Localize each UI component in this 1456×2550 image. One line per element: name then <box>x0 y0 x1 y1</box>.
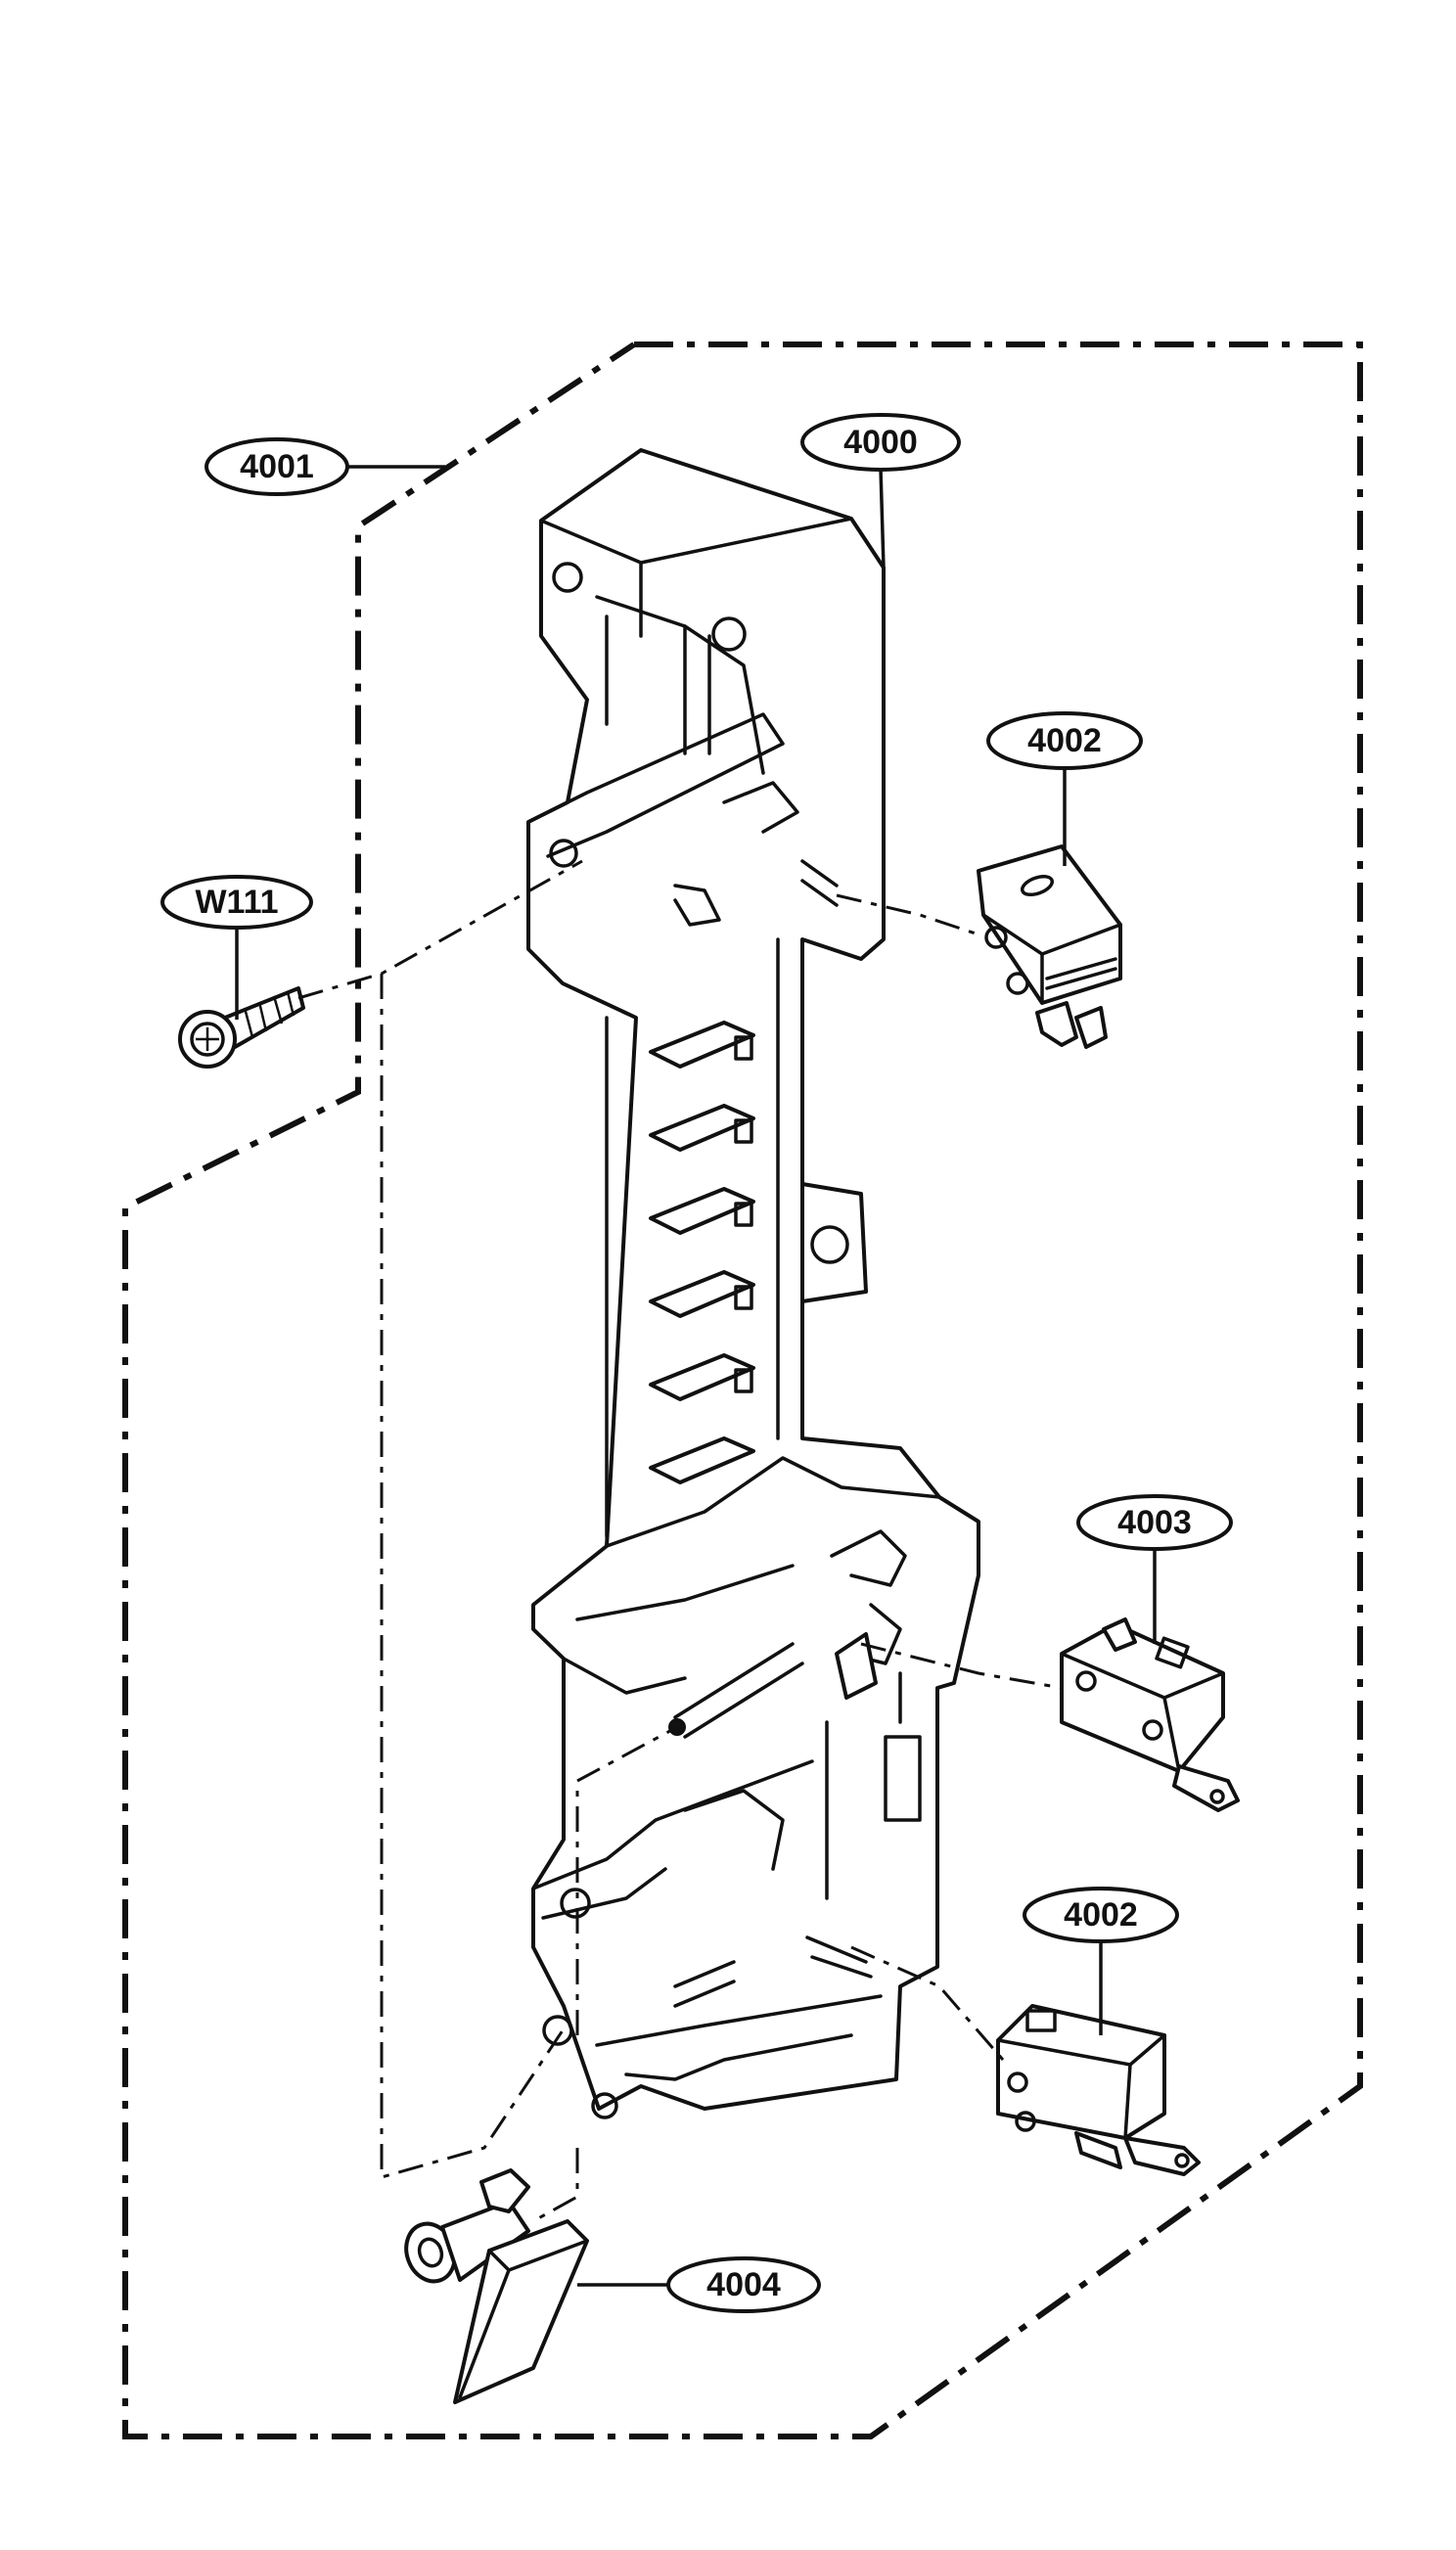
switch-mid-part <box>1060 1617 1240 1812</box>
callout-4001-text: 4001 <box>240 448 314 485</box>
callout-4000: 4000 <box>800 413 961 472</box>
leader-lines <box>235 465 1157 2287</box>
callout-4004-text: 4004 <box>706 2266 781 2303</box>
switch-bottom-part <box>996 2004 1201 2176</box>
callout-4001: 4001 <box>205 437 349 496</box>
callout-w111-text: W111 <box>195 884 278 921</box>
switch-top-part <box>977 844 1122 1049</box>
callout-4002-top-text: 4002 <box>1027 722 1102 759</box>
latch-body-part <box>526 448 980 2119</box>
callout-4003-text: 4003 <box>1117 1504 1192 1541</box>
screw-part <box>178 986 305 1069</box>
callout-4002-bottom: 4002 <box>1023 1887 1179 1943</box>
lever-part <box>404 2168 589 2404</box>
callout-4002-bottom-text: 4002 <box>1064 1896 1138 1934</box>
slot-ladder <box>649 1021 755 1484</box>
assembly-guides <box>297 859 1063 2223</box>
callout-4000-text: 4000 <box>843 424 918 461</box>
assembly-boundary <box>122 342 1363 2439</box>
callout-4003: 4003 <box>1076 1494 1233 1551</box>
callout-4004: 4004 <box>666 2256 821 2313</box>
callout-4002-top: 4002 <box>986 711 1143 770</box>
callout-w111: W111 <box>160 875 313 930</box>
